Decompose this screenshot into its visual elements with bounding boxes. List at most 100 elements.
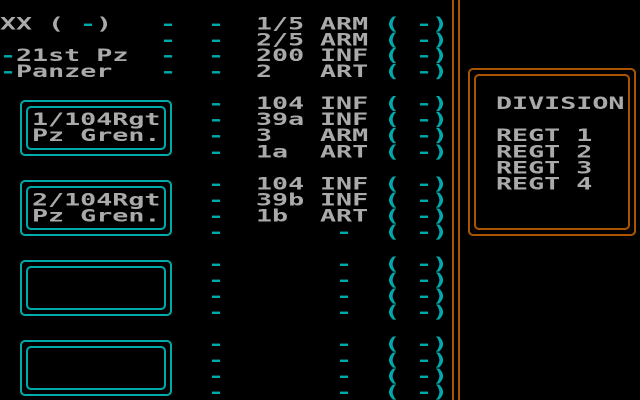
unit-status: - — [416, 221, 433, 242]
unit-id: 200 — [256, 45, 305, 66]
unit-type: ART — [320, 141, 369, 162]
divider-line-right — [458, 0, 460, 400]
dash-col-b: - — [208, 141, 225, 162]
menu-item-regt-4[interactable]: REGT 4 — [496, 173, 593, 194]
dash-col-a: - — [160, 29, 177, 50]
menu-title: DIVISION — [496, 93, 625, 114]
unit-status: - — [416, 141, 433, 162]
paren-open: ( — [384, 253, 401, 274]
unit-status: - — [416, 349, 433, 370]
paren-open: ( — [384, 29, 401, 50]
unit-status: - — [416, 61, 433, 82]
unit-status: - — [416, 205, 433, 226]
dash-col-b: - — [208, 269, 225, 290]
dash-col-b: - — [208, 109, 225, 130]
paren-close: ) — [432, 173, 449, 194]
dash-col-b: - — [208, 333, 225, 354]
dash-col-b: - — [208, 125, 225, 146]
empty-slot-dash: - — [336, 221, 353, 242]
dash-col-b: - — [208, 29, 225, 50]
unit-id: 3 — [256, 125, 273, 146]
unit-id: 104 — [256, 93, 305, 114]
menu-frame-outer — [468, 68, 636, 236]
unit-id: 39a — [256, 109, 305, 130]
paren-close: ) — [432, 381, 449, 400]
regiment-button[interactable] — [20, 260, 172, 316]
division-name-line2: Panzer — [16, 61, 113, 82]
menu-item-regt-2[interactable]: REGT 2 — [496, 141, 593, 162]
unit-type: INF — [320, 45, 369, 66]
dash-col-a: - — [160, 13, 177, 34]
paren-close: ) — [432, 269, 449, 290]
unit-type: ARM — [320, 13, 369, 34]
division-paren-open: ( — [48, 13, 65, 34]
regiment-name-line1: 1/104Rgt — [32, 109, 161, 130]
paren-close: ) — [432, 45, 449, 66]
paren-open: ( — [384, 173, 401, 194]
unit-status: - — [416, 333, 433, 354]
division-name-prefix-2: - — [0, 61, 17, 82]
regiment-name-line2: Pz Gren. — [32, 125, 161, 146]
unit-status: - — [416, 253, 433, 274]
paren-close: ) — [432, 29, 449, 50]
unit-status: - — [416, 125, 433, 146]
regiment-button[interactable] — [20, 180, 172, 236]
unit-type: INF — [320, 173, 369, 194]
paren-close: ) — [432, 125, 449, 146]
empty-slot-dash: - — [336, 285, 353, 306]
regiment-button-inner-frame — [26, 186, 166, 230]
paren-open: ( — [384, 333, 401, 354]
paren-close: ) — [432, 189, 449, 210]
dash-col-b: - — [208, 253, 225, 274]
unit-id: 39b — [256, 189, 305, 210]
paren-close: ) — [432, 253, 449, 274]
paren-open: ( — [384, 349, 401, 370]
dash-col-b: - — [208, 61, 225, 82]
paren-close: ) — [432, 205, 449, 226]
unit-status: - — [416, 109, 433, 130]
unit-status: - — [416, 285, 433, 306]
dash-col-b: - — [208, 301, 225, 322]
divider-line-left — [452, 0, 454, 400]
unit-id: 1b — [256, 205, 289, 226]
unit-id: 2/5 — [256, 29, 305, 50]
unit-type: ARM — [320, 125, 369, 146]
unit-status: - — [416, 13, 433, 34]
dash-col-b: - — [208, 381, 225, 400]
empty-slot-dash: - — [336, 301, 353, 322]
paren-close: ) — [432, 365, 449, 386]
division-name-prefix: - — [0, 45, 17, 66]
paren-close: ) — [432, 349, 449, 370]
dash-col-b: - — [208, 93, 225, 114]
dash-col-b: - — [208, 13, 225, 34]
unit-type: ARM — [320, 29, 369, 50]
unit-id: 104 — [256, 173, 305, 194]
division-name-line1: 21st Pz — [16, 45, 129, 66]
dash-col-b: - — [208, 285, 225, 306]
unit-status: - — [416, 45, 433, 66]
menu-item-regt-1[interactable]: REGT 1 — [496, 125, 593, 146]
menu-item-regt-3[interactable]: REGT 3 — [496, 157, 593, 178]
unit-status: - — [416, 189, 433, 210]
regiment-button[interactable] — [20, 100, 172, 156]
paren-open: ( — [384, 45, 401, 66]
dash-col-b: - — [208, 45, 225, 66]
paren-close: ) — [432, 333, 449, 354]
dash-col-a: - — [160, 45, 177, 66]
unit-status: - — [416, 381, 433, 400]
empty-slot-dash: - — [336, 381, 353, 400]
unit-status: - — [416, 29, 433, 50]
paren-open: ( — [384, 93, 401, 114]
dash-col-b: - — [208, 205, 225, 226]
empty-slot-dash: - — [336, 365, 353, 386]
paren-close: ) — [432, 109, 449, 130]
paren-open: ( — [384, 301, 401, 322]
division-symbol: XX — [0, 13, 33, 34]
paren-close: ) — [432, 61, 449, 82]
paren-close: ) — [432, 13, 449, 34]
regiment-button-inner-frame — [26, 346, 166, 390]
paren-open: ( — [384, 269, 401, 290]
regiment-button[interactable] — [20, 340, 172, 396]
paren-open: ( — [384, 141, 401, 162]
